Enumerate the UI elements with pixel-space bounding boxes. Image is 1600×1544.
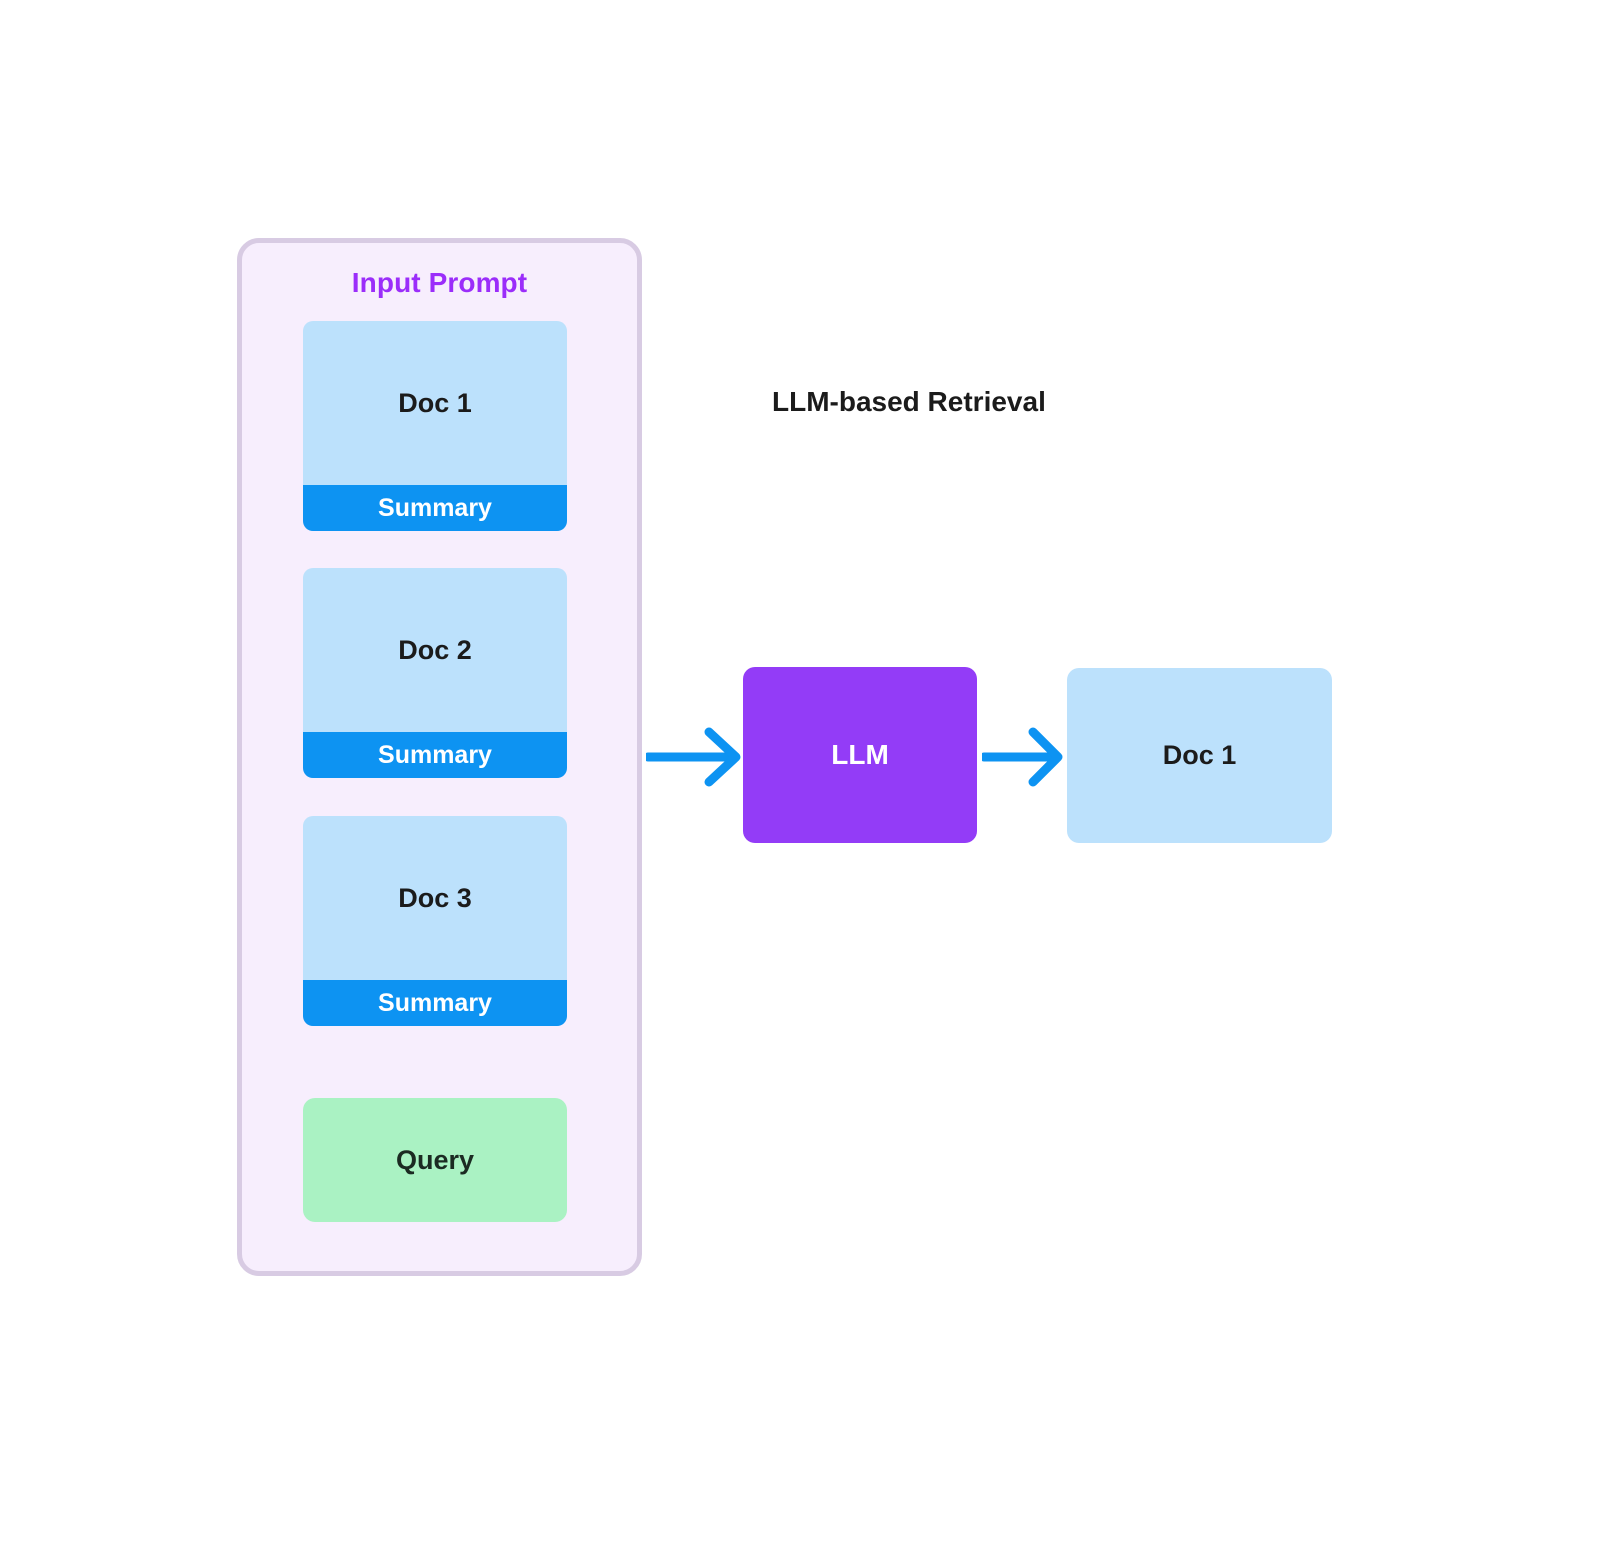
- doc-card-1[interactable]: Doc 1 Summary: [303, 321, 567, 531]
- input-prompt-title: Input Prompt: [351, 267, 528, 298]
- llm-node[interactable]: LLM: [743, 667, 977, 843]
- doc-card-2-summary-bar[interactable]: Summary: [303, 732, 567, 778]
- input-prompt-panel: Input Prompt Doc 1 Summary Doc 2 Summary…: [237, 238, 642, 1276]
- doc-card-2-label: Doc 2: [303, 568, 567, 732]
- arrow-right-icon-llm-to-output: [982, 727, 1063, 787]
- doc-card-2[interactable]: Doc 2 Summary: [303, 568, 567, 778]
- output-doc-node[interactable]: Doc 1: [1067, 668, 1332, 843]
- arrow-right-icon-prompt-to-llm: [646, 727, 741, 787]
- doc-card-3-label: Doc 3: [303, 816, 567, 980]
- doc-card-3[interactable]: Doc 3 Summary: [303, 816, 567, 1026]
- query-card[interactable]: Query: [303, 1098, 567, 1222]
- diagram-title: LLM-based Retrieval: [772, 386, 1046, 417]
- doc-card-1-summary-bar[interactable]: Summary: [303, 485, 567, 531]
- doc-card-1-label: Doc 1: [303, 321, 567, 485]
- doc-card-3-summary-bar[interactable]: Summary: [303, 980, 567, 1026]
